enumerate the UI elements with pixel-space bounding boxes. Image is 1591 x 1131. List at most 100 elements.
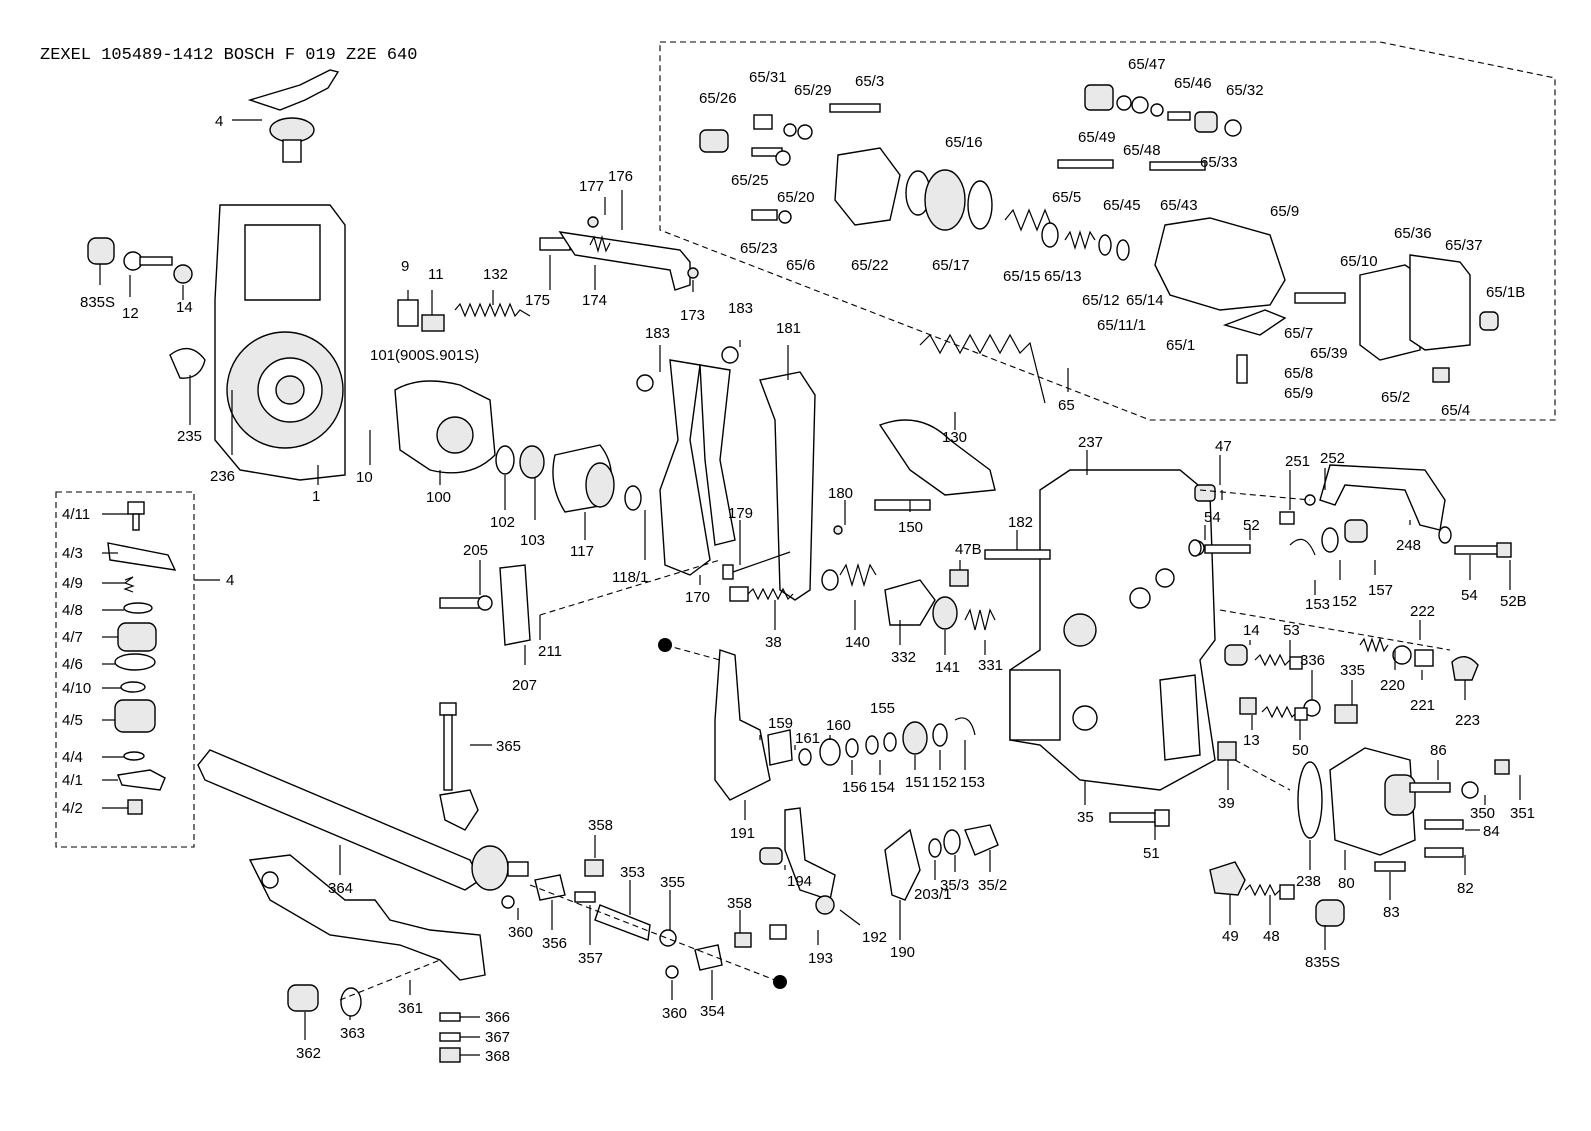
label-65-46: 65/46 (1174, 75, 1212, 92)
label-159: 159 (768, 715, 793, 732)
label-54-b: 54 (1461, 587, 1478, 604)
label-47: 47 (1215, 438, 1232, 455)
part-80-cover (1297, 747, 1416, 856)
label-174: 174 (582, 292, 607, 309)
part-103-bearing (519, 445, 545, 479)
part-360-clip-b (665, 965, 679, 979)
label-157: 157 (1368, 582, 1393, 599)
label-4: 4 (215, 113, 223, 130)
label-65-17: 65/17 (932, 257, 970, 274)
label-65-5: 65/5 (1052, 189, 1081, 206)
part-193-nut (769, 924, 787, 940)
part-367-washer (439, 1032, 461, 1042)
label-65-32: 65/32 (1226, 82, 1264, 99)
label-65-4: 65/4 (1441, 402, 1470, 419)
label-221: 221 (1410, 697, 1435, 714)
part-82-bolt (1424, 847, 1464, 858)
label-4-11: 4/11 (62, 506, 90, 523)
label-65-14: 65/14 (1126, 292, 1164, 309)
part-4-lever (247, 69, 340, 163)
label-84: 84 (1483, 823, 1500, 840)
part-156-washer (845, 738, 859, 758)
label-65-12: 65/12 (1082, 292, 1120, 309)
part-53-bolt (1254, 653, 1303, 670)
part-361-bracket (248, 854, 486, 981)
part-157-plug (1344, 519, 1368, 543)
label-362: 362 (296, 1045, 321, 1062)
label-65-26: 65/26 (699, 90, 737, 107)
part-220-spring (1359, 637, 1389, 653)
part-358-bolt-b (734, 932, 752, 948)
label-117: 117 (570, 543, 594, 560)
callout-dot-b (773, 975, 787, 989)
part-190-cam (884, 828, 921, 901)
label-52b: 52B (1500, 593, 1527, 610)
part-236-housing (214, 204, 346, 481)
part-356-joint (534, 874, 566, 901)
label-363: 363 (340, 1025, 365, 1042)
label-54-a: 54 (1204, 509, 1221, 526)
label-351: 351 (1510, 805, 1535, 822)
label-86: 86 (1430, 742, 1447, 759)
part-357-nut (574, 891, 596, 903)
label-65-25: 65/25 (731, 172, 769, 189)
part-13-nut (1239, 697, 1257, 715)
label-38: 38 (765, 634, 782, 651)
label-4-1: 4/1 (62, 772, 83, 789)
label-65-15: 65/15 (1003, 268, 1041, 285)
label-4-10: 4/10 (62, 680, 91, 697)
group-4-parts (107, 501, 177, 815)
part-11-bolt (421, 314, 445, 332)
label-173: 173 (680, 307, 705, 324)
part-203-washer (928, 838, 942, 858)
part-358-bolt-a (584, 859, 604, 877)
part-180-clip (833, 525, 843, 535)
label-152-b: 152 (932, 774, 957, 791)
label-4-3: 4/3 (62, 545, 83, 562)
label-152-a: 152 (1332, 593, 1357, 610)
label-80: 80 (1338, 875, 1355, 892)
part-154-washer (865, 735, 879, 755)
label-252: 252 (1320, 450, 1345, 467)
label-101: 101(900S.901S) (370, 347, 479, 364)
label-161: 161 (795, 730, 820, 747)
part-835s-plug-right (1315, 899, 1345, 927)
label-118: 118/1 (612, 569, 648, 586)
label-65-43: 65/43 (1160, 197, 1198, 214)
label-65-45: 65/45 (1103, 197, 1141, 214)
label-153-a: 153 (1305, 596, 1330, 613)
part-835s-plug (87, 237, 115, 265)
label-132: 132 (483, 266, 508, 283)
label-65-49: 65/49 (1078, 129, 1116, 146)
part-355-nut (659, 929, 677, 947)
label-82: 82 (1457, 880, 1474, 897)
part-360-clip-a (501, 895, 515, 909)
label-361: 361 (398, 1000, 423, 1017)
part-368-nut (439, 1047, 461, 1063)
label-358-a: 358 (588, 817, 613, 834)
label-160: 160 (826, 717, 851, 734)
label-52: 52 (1243, 517, 1260, 534)
label-356: 356 (542, 935, 567, 952)
label-179: 179 (728, 505, 753, 522)
label-211: 211 (538, 643, 562, 660)
label-180: 180 (828, 485, 853, 502)
label-65-1b: 65/1B (1486, 284, 1525, 301)
label-65-10: 65/10 (1340, 253, 1378, 270)
label-4-9: 4/9 (62, 575, 83, 592)
label-14-a: 14 (176, 299, 193, 316)
label-353: 353 (620, 864, 645, 881)
label-65-16: 65/16 (945, 134, 983, 151)
part-207-link (499, 564, 531, 646)
label-35-3: 35/3 (940, 877, 969, 894)
label-83: 83 (1383, 904, 1400, 921)
label-65-29: 65/29 (794, 82, 832, 99)
label-10: 10 (356, 469, 373, 486)
label-65-9-b: 65/9 (1284, 385, 1313, 402)
label-191: 191 (730, 825, 755, 842)
label-103: 103 (520, 532, 545, 549)
part-35-2-adjuster (964, 824, 999, 856)
part-251-bolt (1279, 494, 1316, 525)
part-49-nut (1209, 861, 1246, 896)
